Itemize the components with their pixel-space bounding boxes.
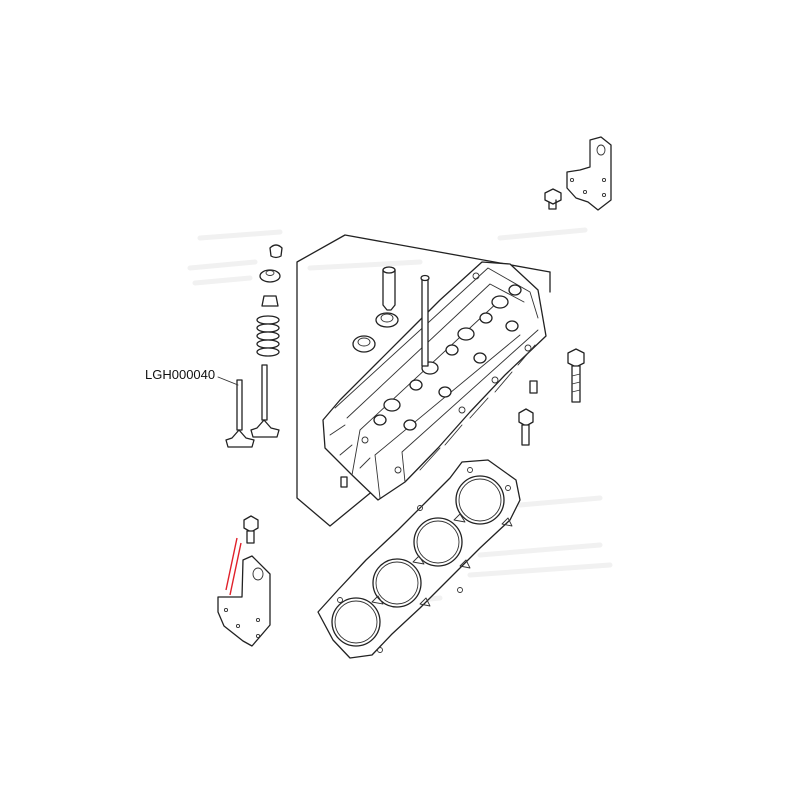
watermark-streaks [187, 227, 613, 608]
cylinder-head [322, 261, 547, 501]
part-number-callout: LGH000040 [145, 367, 216, 382]
lifting-bracket-front [217, 555, 271, 647]
inlet-valve [225, 379, 255, 448]
cylinder-head-frame [296, 234, 551, 527]
dowel [529, 380, 538, 394]
highlight-lines [225, 537, 242, 596]
bracket-bolt-rear [544, 188, 562, 210]
cam-journals [373, 284, 522, 431]
head-bolt-long [567, 348, 585, 403]
exhaust-valve [250, 364, 280, 438]
valve-spring [256, 315, 280, 357]
head-bolt-holes [361, 272, 532, 474]
bracket-bolt-front [243, 515, 259, 544]
valve-stem-seal-upper [375, 312, 399, 328]
dowel [340, 476, 348, 488]
valve-collets [269, 244, 283, 259]
head-gasket [317, 459, 521, 659]
valve-guide [382, 266, 396, 311]
lifting-bracket-rear [566, 136, 612, 211]
valve-spring-cap [259, 269, 281, 283]
valve-stem-seal [261, 295, 279, 307]
callout-leader [217, 376, 239, 386]
valve-stem-seal-lower [352, 335, 376, 353]
head-bolt-short [518, 408, 534, 446]
guide-tube [420, 274, 430, 367]
